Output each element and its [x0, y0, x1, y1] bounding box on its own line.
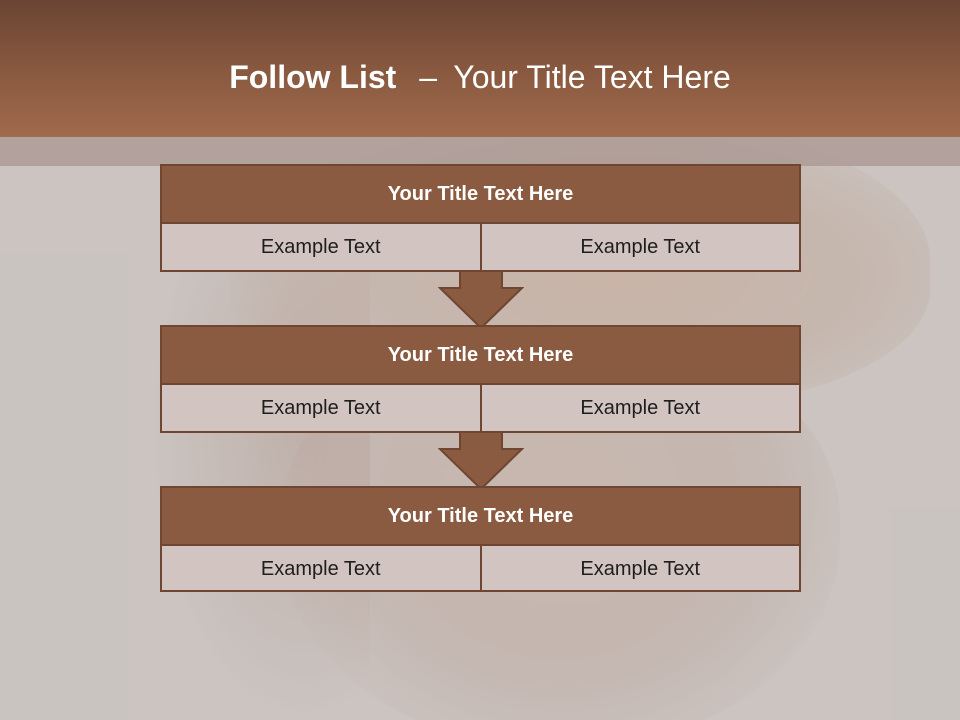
step-cell-right: Example Text: [479, 224, 800, 270]
down-arrow-icon: [438, 270, 524, 330]
slide-title-rest: Your Title Text Here: [453, 59, 731, 95]
slide-title-separator: –: [419, 59, 437, 95]
slide-title: Follow List – Your Title Text Here: [0, 55, 960, 99]
step-row: Example Text Example Text: [162, 385, 799, 431]
step-cell-left: Example Text: [260, 396, 381, 419]
step-cell-right: Example Text: [479, 385, 800, 431]
step-box-2: Your Title Text Here Example Text Exampl…: [160, 325, 801, 433]
step-cell-left: Example Text: [260, 235, 381, 258]
step-cell-left: Example Text: [260, 557, 381, 580]
step-cell-right: Example Text: [479, 546, 800, 592]
step-title: Your Title Text Here: [162, 488, 799, 546]
header-band: [0, 0, 960, 137]
step-title: Your Title Text Here: [162, 166, 799, 224]
step-box-3: Your Title Text Here Example Text Exampl…: [160, 486, 801, 592]
step-row: Example Text Example Text: [162, 224, 799, 270]
step-title: Your Title Text Here: [162, 327, 799, 385]
header-strip: [0, 137, 960, 166]
slide-title-bold: Follow List: [229, 59, 397, 95]
step-row: Example Text Example Text: [162, 546, 799, 592]
step-box-1: Your Title Text Here Example Text Exampl…: [160, 164, 801, 272]
down-arrow-icon: [438, 431, 524, 491]
